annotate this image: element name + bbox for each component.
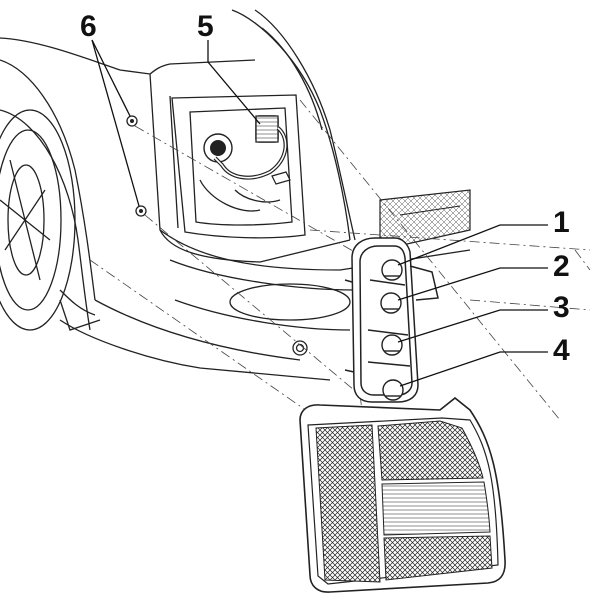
leader-2 [397,267,548,301]
leader-6a [91,39,131,117]
car-body [0,9,471,381]
bulb-3 [381,334,403,356]
bulb-carrier [344,237,439,403]
leader-lines [91,39,548,387]
bulb-1 [381,259,403,281]
tail-light-lens [299,396,506,593]
mounting-nuts [126,115,147,217]
wiring-connector [213,115,288,180]
leader-5 [207,40,261,125]
callout-4: 4 [553,334,570,367]
callout-6: 6 [80,10,97,43]
bulbs [380,259,404,401]
leader-1 [397,224,548,266]
callout-2: 2 [553,250,570,283]
callout-5: 5 [197,10,214,43]
callout-3: 3 [553,291,570,324]
nut-upper [126,115,138,127]
leader-4 [399,351,548,387]
alignment-lines [89,99,591,471]
callout-1: 1 [553,206,570,239]
leader-3 [397,309,548,343]
bulb-socket [203,133,233,163]
wheel [0,109,101,331]
bumper-trim [379,189,471,251]
lamp-recess [171,94,306,239]
bulb-4 [382,379,404,401]
bulb-2 [380,292,402,314]
retaining-clip [271,171,291,185]
leader-6b [91,39,140,207]
nut-lower [135,205,147,217]
